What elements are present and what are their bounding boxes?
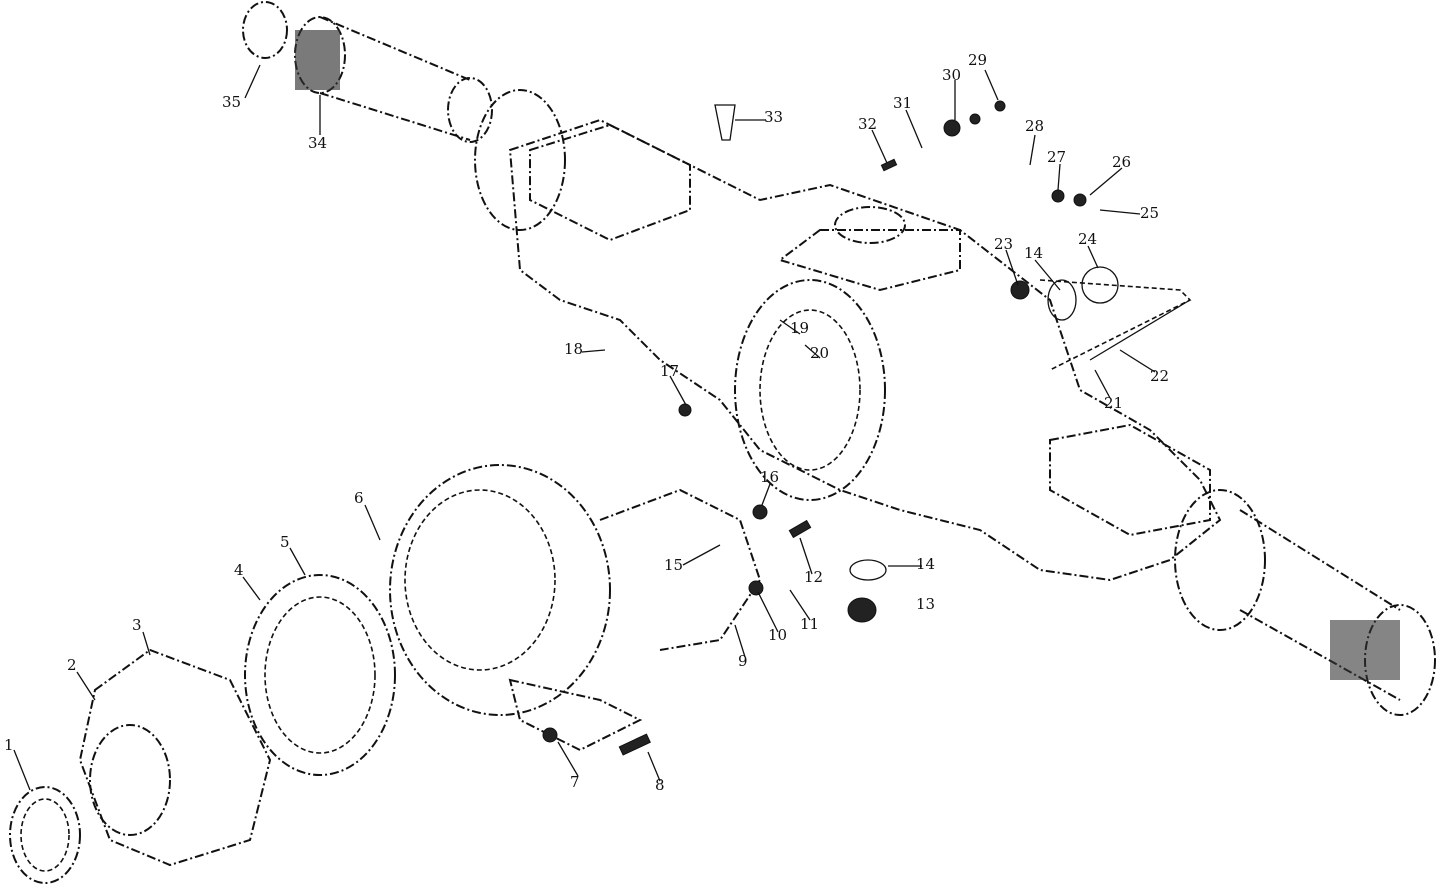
callout-8: 8: [655, 776, 665, 794]
callout-14-lower: 14: [916, 555, 936, 573]
callout-3: 3: [132, 616, 142, 634]
callout-33: 33: [764, 108, 784, 126]
callout-17: 17: [660, 362, 680, 380]
callout-31: 31: [893, 94, 913, 112]
differential-carrier: [389, 464, 762, 752]
callout-10: 10: [768, 626, 788, 644]
callout-35: 35: [222, 93, 242, 111]
callout-4: 4: [234, 561, 244, 579]
callout-16: 16: [760, 468, 780, 486]
callout-11: 11: [800, 615, 820, 633]
callout-34: 34: [308, 134, 328, 152]
callout-7: 7: [570, 773, 580, 791]
gaskets: [244, 574, 396, 776]
callout-14-upper: 14: [1024, 244, 1044, 262]
callout-13: 13: [916, 595, 936, 613]
callout-30: 30: [942, 66, 962, 84]
callout-21: 21: [1104, 394, 1124, 412]
callout-20: 20: [810, 344, 830, 362]
callout-6: 6: [354, 489, 364, 507]
callout-2: 2: [67, 656, 77, 674]
callout-29: 29: [968, 51, 988, 69]
callout-15: 15: [664, 556, 684, 574]
callout-22: 22: [1150, 367, 1170, 385]
small-parts: [542, 100, 1191, 756]
callout-9: 9: [738, 652, 748, 670]
left-axle-tube: [242, 1, 566, 231]
callout-18: 18: [564, 340, 584, 358]
callout-12: 12: [804, 568, 824, 586]
callout-24: 24: [1078, 230, 1098, 248]
callout-25: 25: [1140, 204, 1160, 222]
callout-28: 28: [1025, 117, 1045, 135]
callout-32: 32: [858, 115, 878, 133]
callout-19: 19: [790, 319, 810, 337]
callout-1: 1: [4, 736, 14, 754]
cover-assembly: [9, 648, 272, 884]
callout-23: 23: [994, 235, 1014, 253]
callout-26: 26: [1112, 153, 1132, 171]
callout-5: 5: [280, 533, 290, 551]
axle-housing-body: [508, 118, 1222, 582]
callout-27: 27: [1047, 148, 1067, 166]
right-axle-tube: [1174, 489, 1436, 716]
leader-lines: [13, 64, 1156, 791]
